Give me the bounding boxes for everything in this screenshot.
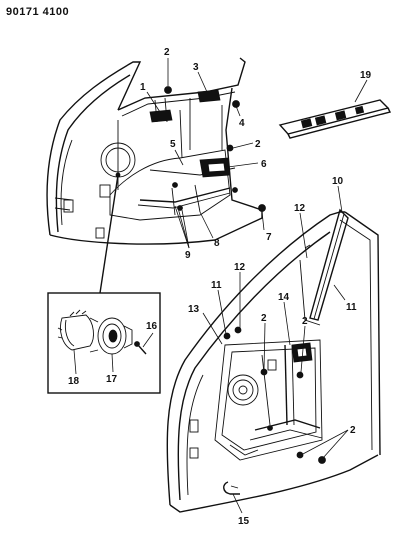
callout-17: 17: [106, 374, 118, 385]
callout-labels: 2 1 3 4 2 5 6 7 8 9 19 10 12 11 12 11 13…: [68, 47, 372, 527]
callout-1: 1: [140, 82, 146, 93]
callout-11: 11: [346, 302, 357, 313]
lower-door-assembly: [166, 208, 381, 513]
leader-lines: [73, 58, 368, 514]
figure-id: 90171 4100: [6, 6, 70, 18]
callout-5: 5: [170, 139, 176, 150]
callout-2: 2: [261, 313, 267, 324]
callout-8: 8: [214, 238, 220, 249]
callout-2: 2: [302, 316, 308, 327]
upper-door-assembly: [46, 57, 266, 245]
callout-13: 13: [188, 304, 200, 315]
power-switch-bezel: [278, 99, 392, 139]
callout-16: 16: [146, 321, 158, 332]
callout-9: 9: [185, 250, 191, 261]
callout-6: 6: [261, 159, 267, 170]
callout-3: 3: [193, 62, 199, 73]
callout-12: 12: [234, 262, 246, 273]
detail-inset: [47, 172, 161, 394]
callout-7: 7: [266, 232, 272, 243]
callout-2: 2: [164, 47, 170, 58]
callout-2: 2: [255, 139, 261, 150]
callout-2: 2: [350, 425, 356, 436]
callout-4: 4: [239, 118, 245, 129]
callout-12: 12: [294, 203, 306, 214]
callout-18: 18: [68, 376, 80, 387]
callout-10: 10: [332, 176, 344, 187]
callout-15: 15: [238, 516, 250, 527]
callout-14: 14: [278, 292, 290, 303]
callout-19: 19: [360, 70, 372, 81]
callout-11: 11: [211, 280, 222, 291]
